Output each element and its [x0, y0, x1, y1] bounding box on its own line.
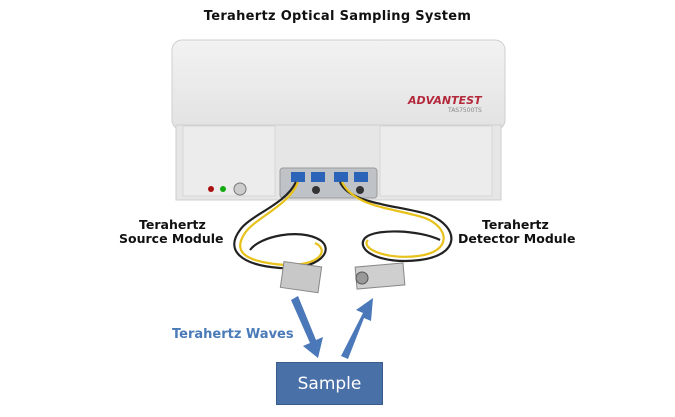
arrow-up-icon [341, 298, 373, 359]
sample-box: Sample [276, 362, 383, 405]
cables [233, 181, 453, 270]
brand-logo: ADVANTEST [408, 94, 482, 107]
instrument-body [171, 39, 506, 201]
diagram-title: Terahertz Optical Sampling System [203, 9, 472, 24]
detector-label-line1: Terahertz [482, 217, 549, 232]
fiber-port [291, 172, 305, 182]
model-label: TAS7500TS [448, 107, 482, 114]
detector-module-label: Terahertz Detector Module [458, 218, 575, 246]
power-led [208, 186, 214, 192]
source-module-label: Terahertz Source Module [119, 217, 224, 246]
source-label-line2: Source Module [119, 231, 224, 246]
fiber-port [354, 172, 368, 182]
terahertz-waves-label: Terahertz Waves [172, 327, 294, 342]
status-led [220, 186, 226, 192]
detector-label-line2: Detector Module [458, 231, 576, 246]
detector-module [354, 262, 406, 290]
fiber-port [311, 172, 325, 182]
source-label-line1: Terahertz [139, 217, 206, 232]
fiber-port [334, 172, 348, 182]
key-switch [233, 182, 247, 196]
source-module [279, 261, 323, 294]
wave-arrows [291, 296, 373, 359]
arrow-down-icon [291, 296, 323, 358]
